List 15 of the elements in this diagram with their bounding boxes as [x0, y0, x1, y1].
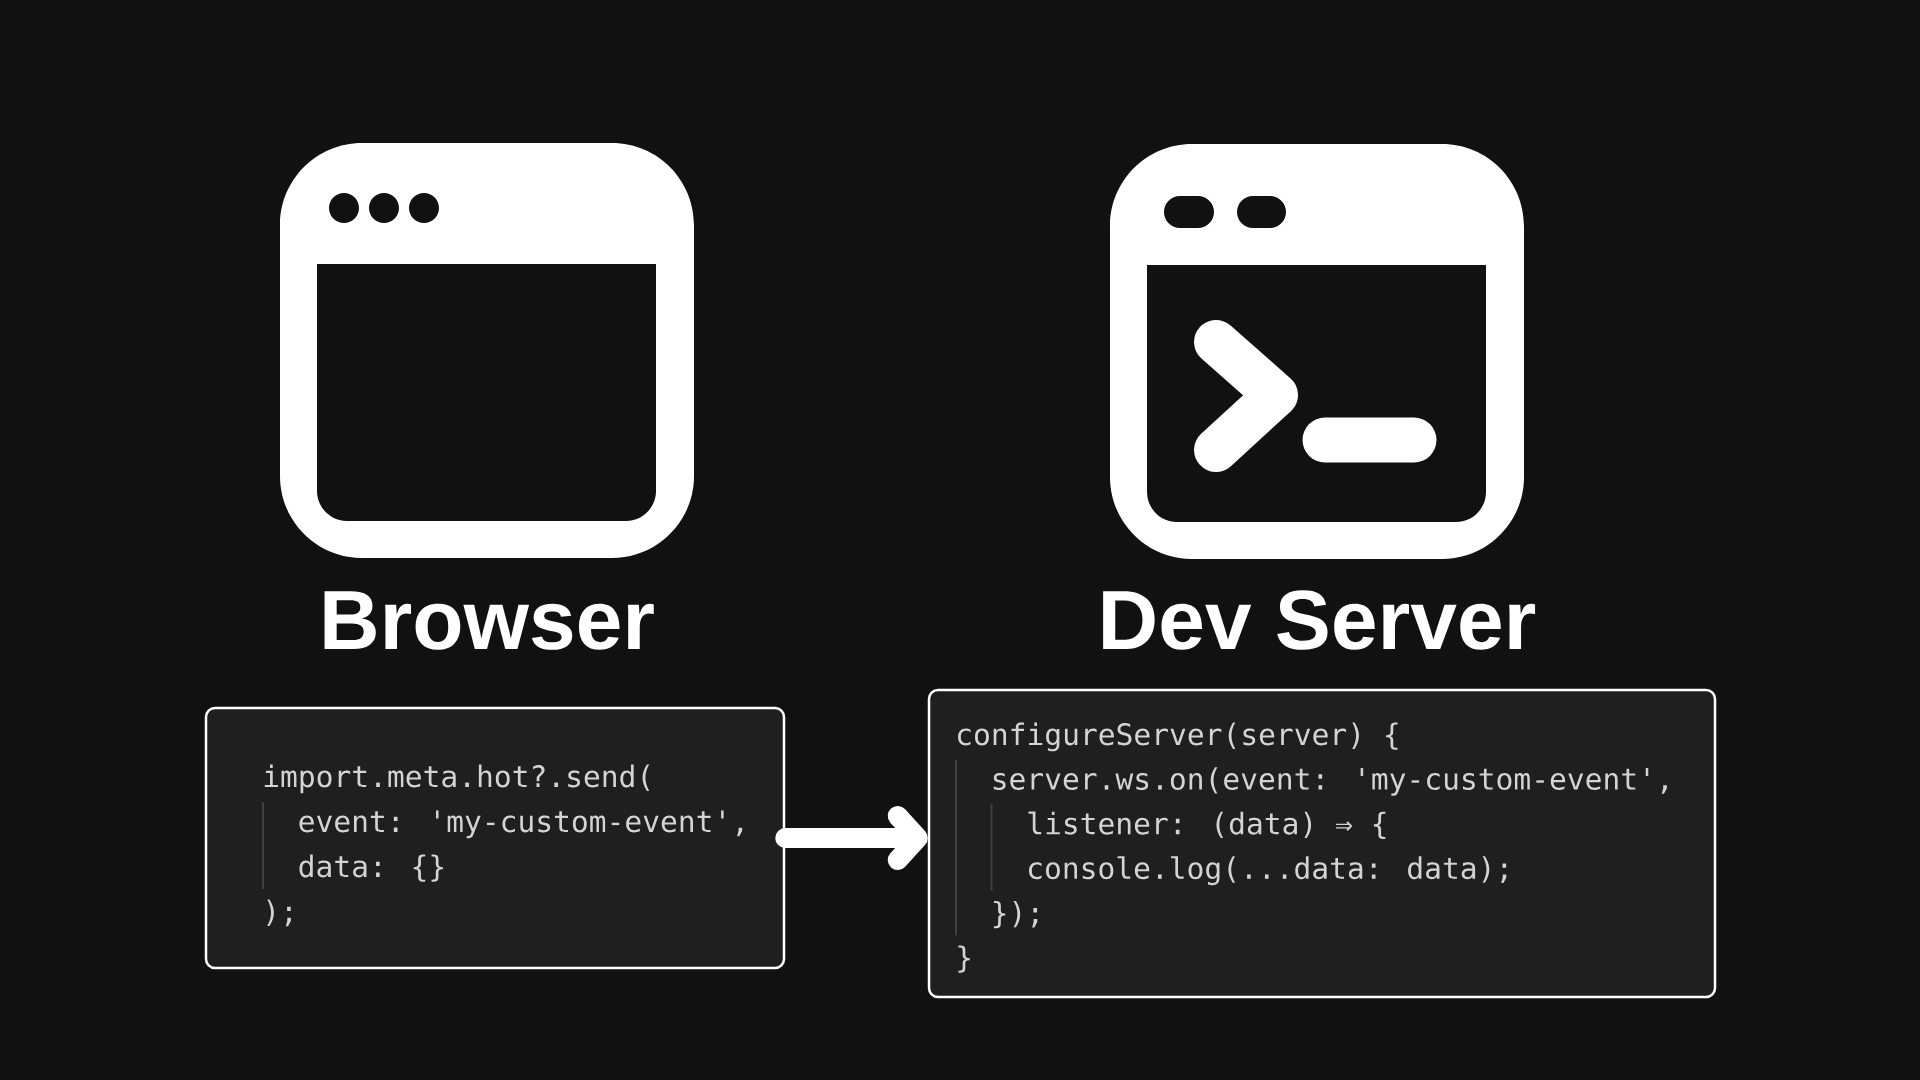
code-line: }: [958, 945, 970, 973]
code-line: server.ws.on(event: 'my-custom-event',: [993, 767, 1667, 796]
code-line: listener: (data) ⇒ {: [1028, 811, 1386, 840]
code-line: data: {}: [299, 854, 443, 882]
arrow: [775, 806, 928, 870]
code-line: console.log(...data: data);: [1029, 856, 1507, 886]
heading: Dev Server: [1103, 590, 1536, 650]
code-line: configureServer(server) {: [958, 722, 1398, 752]
code-block: [927, 688, 1717, 999]
code-block: [204, 706, 786, 970]
code-line: event: 'my-custom-event',: [299, 810, 743, 839]
heading: Browser: [324, 591, 654, 650]
code-line: import.meta.hot?.send(: [264, 764, 650, 794]
code-line: );: [267, 899, 291, 927]
code-line: });: [993, 900, 1038, 929]
